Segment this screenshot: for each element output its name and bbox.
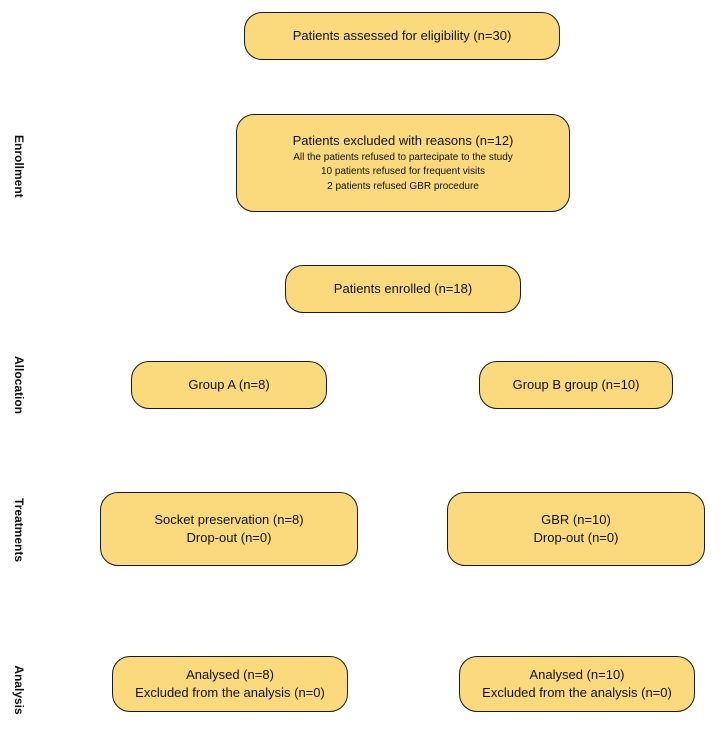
box-group-b-label: Group B group (n=10) bbox=[512, 377, 640, 393]
box-treatment-a-line2: Drop-out (n=0) bbox=[186, 530, 272, 545]
stage-label-treatments: Treatments bbox=[12, 498, 26, 563]
stage-label-allocation: Allocation bbox=[12, 355, 26, 414]
box-analysis-a-line1: Analysed (n=8) bbox=[186, 667, 274, 683]
box-analysis-b-line2: Excluded from the analysis (n=0) bbox=[482, 685, 672, 700]
box-group-a: Group A (n=8) bbox=[131, 361, 327, 409]
box-excluded-title: Patients excluded with reasons (n=12) bbox=[292, 132, 514, 148]
box-group-b: Group B group (n=10) bbox=[479, 361, 673, 409]
box-excluded-reason-1: All the patients refused to partecipate … bbox=[293, 151, 513, 163]
stage-label-analysis: Analysis bbox=[12, 665, 26, 715]
box-excluded-reason-3: 2 patients refused GBR procedure bbox=[327, 180, 479, 192]
box-analysis-a-line2: Excluded from the analysis (n=0) bbox=[135, 685, 325, 700]
box-analysis-a: Analysed (n=8) Excluded from the analysi… bbox=[112, 656, 348, 712]
box-treatment-a: Socket preservation (n=8) Drop-out (n=0) bbox=[100, 492, 358, 566]
box-treatment-a-line1: Socket preservation (n=8) bbox=[154, 512, 304, 528]
stage-label-enrollment: Enrollment bbox=[12, 135, 26, 198]
box-treatment-b-line2: Drop-out (n=0) bbox=[533, 530, 619, 545]
box-excluded-reasons: Patients excluded with reasons (n=12) Al… bbox=[236, 114, 570, 212]
box-treatment-b-line1: GBR (n=10) bbox=[541, 512, 611, 528]
box-enrolled: Patients enrolled (n=18) bbox=[285, 265, 521, 313]
box-excluded-reason-2: 10 patients refused for frequent visits bbox=[321, 166, 485, 178]
box-analysis-b: Analysed (n=10) Excluded from the analys… bbox=[459, 656, 695, 712]
box-assessed-eligibility: Patients assessed for eligibility (n=30) bbox=[244, 12, 560, 60]
box-enrolled-label: Patients enrolled (n=18) bbox=[333, 281, 473, 297]
box-treatment-b: GBR (n=10) Drop-out (n=0) bbox=[447, 492, 705, 566]
box-analysis-b-line1: Analysed (n=10) bbox=[529, 667, 625, 683]
box-group-a-label: Group A (n=8) bbox=[188, 377, 270, 393]
box-assessed-label: Patients assessed for eligibility (n=30) bbox=[292, 28, 512, 44]
